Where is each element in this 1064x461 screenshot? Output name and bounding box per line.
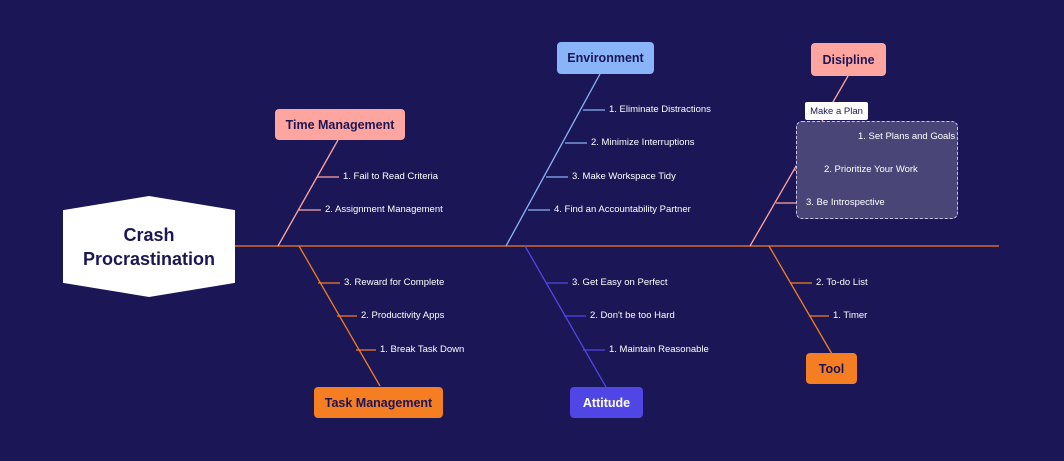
make-a-plan-group	[796, 121, 958, 219]
category-environment: Environment	[557, 42, 654, 74]
bone-tool	[768, 245, 833, 355]
cause-maintain-reasonable: 1. Maintain Reasonable	[609, 344, 709, 355]
cause-productivity-apps: 2. Productivity Apps	[361, 310, 445, 321]
cause-minimize-interruptions: 2. Minimize Interruptions	[591, 137, 695, 148]
bone-environment	[505, 73, 601, 247]
cause-find-accountability-partner: 4. Find an Accountability Partner	[554, 204, 691, 215]
cause-prioritize-your-work: 2. Prioritize Your Work	[824, 164, 918, 175]
cause-be-introspective: 3. Be Introspective	[806, 197, 885, 208]
category-tool: Tool	[806, 353, 857, 384]
category-time-management: Time Management	[275, 109, 405, 140]
cause-break-task-down: 1. Break Task Down	[380, 344, 465, 355]
cause-dont-be-too-hard: 2. Don't be too Hard	[590, 310, 675, 321]
cause-assignment-management: 2. Assignment Management	[325, 204, 443, 215]
cause-reward-for-complete: 3. Reward for Complete	[344, 277, 445, 288]
bone-time-management	[277, 139, 339, 247]
cause-eliminate-distractions: 1. Eliminate Distractions	[609, 104, 711, 115]
cause-fail-to-read-criteria: 1. Fail to Read Criteria	[343, 171, 439, 182]
category-attitude: Attitude	[570, 387, 643, 418]
cause-make-workspace-tidy: 3. Make Workspace Tidy	[572, 171, 676, 182]
problem-head: Crash Procrastination	[63, 196, 235, 297]
cause-timer: 1. Timer	[833, 310, 868, 321]
category-discipline: Disipline	[811, 43, 886, 76]
cause-get-easy-on-perfect: 3. Get Easy on Perfect	[572, 277, 668, 288]
problem-head-label: Crash Procrastination	[82, 224, 216, 269]
make-a-plan-label: Make a Plan	[805, 102, 868, 120]
category-task-management: Task Management	[314, 387, 443, 418]
cause-set-plans-and-goals: 1. Set Plans and Goals	[858, 131, 956, 142]
cause-to-do-list: 2. To-do List	[816, 277, 868, 288]
